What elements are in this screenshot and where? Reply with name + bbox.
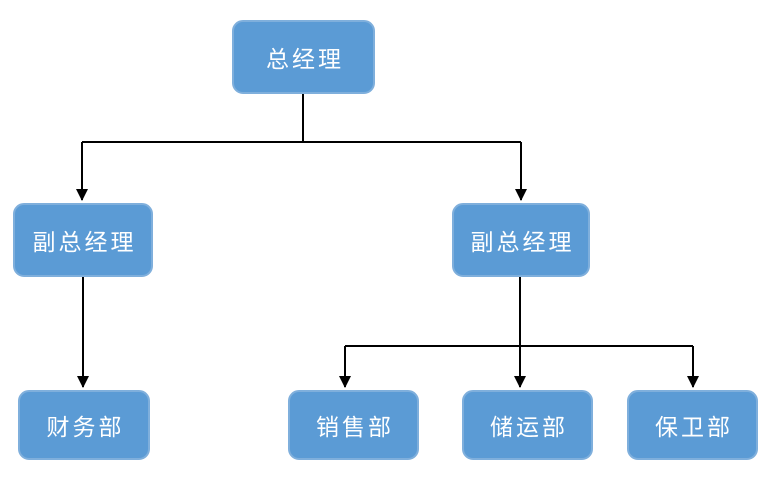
node-security-dept: 保卫部 [627,390,758,460]
node-general-manager: 总经理 [232,20,375,94]
node-deputy-gm-right: 副总经理 [452,203,590,277]
node-sales-dept: 销售部 [288,390,419,460]
node-deputy-gm-left: 副总经理 [13,203,153,277]
node-finance-dept: 财务部 [18,390,150,460]
node-storage-dept: 储运部 [462,390,593,460]
